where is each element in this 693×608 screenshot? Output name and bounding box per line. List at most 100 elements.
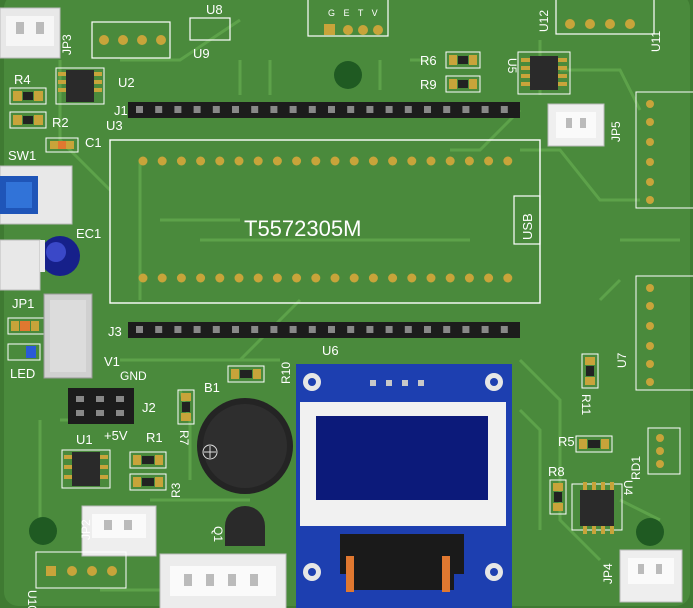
label-u9: U9	[193, 46, 210, 61]
label-r11: R11	[579, 394, 593, 415]
module-pad	[503, 273, 513, 283]
label-u10: U10	[25, 590, 39, 608]
label-rd1: RD1	[629, 456, 643, 480]
label-sw1: SW1	[8, 148, 36, 163]
getv-outline	[307, 0, 389, 37]
label-c1: C1	[85, 135, 102, 150]
module-pad	[349, 156, 359, 166]
header-pin	[136, 106, 143, 113]
label-u12: U12	[537, 10, 551, 32]
module-pad	[138, 156, 148, 166]
resistor-r8	[549, 479, 567, 515]
module-pad	[349, 273, 359, 283]
module-pad	[272, 273, 282, 283]
buzzer-b1	[197, 398, 293, 494]
header-pin	[212, 106, 220, 113]
chip-u4	[571, 482, 623, 534]
u7-connector	[635, 275, 693, 391]
header-pin	[270, 106, 278, 113]
header-pin	[462, 106, 470, 113]
header-pin	[443, 106, 451, 113]
label-usb: USB	[520, 213, 535, 240]
regulator-v1	[43, 293, 93, 379]
label-5v: +5V	[104, 428, 128, 443]
module-pad	[196, 273, 206, 283]
header-pin	[347, 326, 355, 333]
module-pad	[388, 273, 398, 283]
label-u1: U1	[76, 432, 93, 447]
module-pad	[253, 273, 263, 283]
chip-u2	[55, 67, 105, 105]
header-pin	[385, 106, 393, 113]
header-pin	[155, 326, 163, 333]
header-pin	[481, 106, 489, 113]
label-u6: U6	[322, 343, 339, 358]
label-module: T5572305M	[244, 216, 361, 241]
module-pad	[407, 156, 417, 166]
module-pad	[407, 273, 417, 283]
module-pad	[426, 156, 436, 166]
label-r5: R5	[558, 434, 575, 449]
label-r3: R3	[169, 482, 183, 498]
header-pin	[308, 326, 316, 333]
u9-outline	[189, 17, 231, 41]
header-j3	[128, 322, 520, 338]
module-pad	[234, 156, 244, 166]
header-pin	[289, 106, 297, 113]
module-pad	[196, 156, 206, 166]
resistor-r9	[445, 75, 481, 93]
jp2-connector	[81, 505, 157, 557]
module-pad	[292, 156, 302, 166]
header-pin	[366, 326, 374, 333]
header-pin	[500, 326, 508, 333]
header-j2	[68, 388, 134, 424]
resistor-r1	[129, 451, 167, 469]
label-u3: U3	[106, 118, 123, 133]
module-pad	[215, 273, 225, 283]
resistor-r11	[581, 353, 599, 389]
label-r2: R2	[52, 115, 69, 130]
header-pin	[174, 106, 182, 113]
module-pad	[157, 156, 167, 166]
module-pad	[176, 273, 186, 283]
label-u7: U7	[615, 352, 629, 368]
mounting-holes	[29, 61, 664, 546]
label-jp3: JP3	[60, 34, 74, 55]
capacitor-c1	[45, 137, 79, 153]
label-r8: R8	[548, 464, 565, 479]
module-pad	[311, 273, 321, 283]
copper-traces	[38, 18, 680, 592]
label-u2: U2	[118, 75, 135, 90]
header-pin	[366, 106, 374, 113]
header-j2-pins	[76, 396, 124, 416]
u8-pads	[99, 35, 166, 45]
header-j3-pins	[136, 326, 508, 333]
module-pad	[311, 156, 321, 166]
u11-outline	[555, 0, 655, 35]
u10-connector	[35, 551, 127, 589]
resistor-r3	[129, 473, 167, 491]
module-pad	[445, 273, 455, 283]
label-u5: U5	[505, 58, 519, 74]
transistor-q1	[225, 506, 265, 546]
module-pad	[138, 273, 148, 283]
header-pin	[232, 326, 239, 333]
module-pad	[330, 156, 340, 166]
label-j2: J2	[142, 400, 156, 415]
module-pad	[503, 156, 513, 166]
jp4-connector	[619, 549, 683, 603]
capacitor-ec1	[0, 236, 80, 291]
header-pin	[232, 106, 239, 113]
module-pad	[368, 273, 378, 283]
header-pin	[251, 326, 259, 333]
label-b1: B1	[204, 380, 220, 395]
header-pin	[212, 326, 220, 333]
header-pin	[328, 106, 335, 113]
header-pin	[328, 326, 335, 333]
header-pin	[404, 106, 412, 113]
label-jp1: JP1	[12, 296, 34, 311]
header-pin	[155, 106, 163, 113]
header-pin	[193, 106, 201, 113]
